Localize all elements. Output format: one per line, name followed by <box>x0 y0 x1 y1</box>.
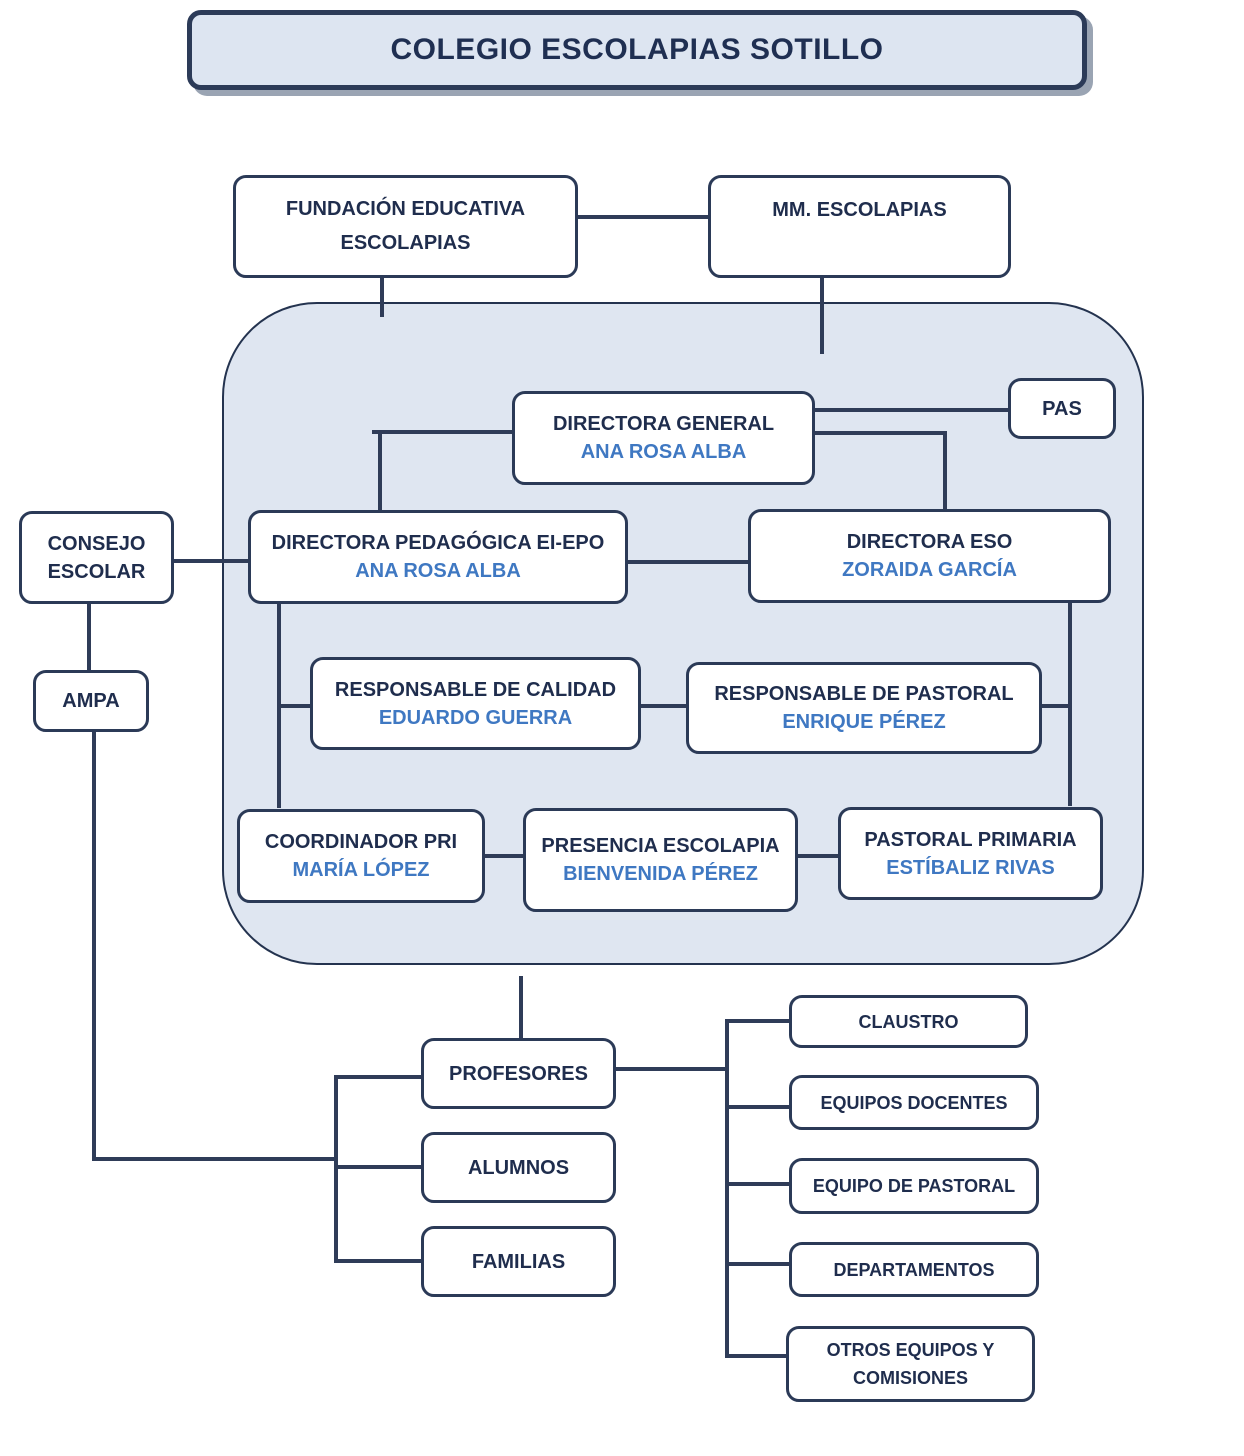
node-directora-general: DIRECTORA GENERAL ANA ROSA ALBA <box>512 391 815 485</box>
node-otros-equipos-line1: OTROS EQUIPOS Y <box>826 1340 995 1360</box>
node-consejo-escolar-line1: CONSEJO <box>47 532 146 555</box>
node-presencia-escolapia-name: BIENVENIDA PÉREZ <box>563 863 758 885</box>
node-responsable-calidad-role: RESPONSABLE DE CALIDAD <box>334 678 617 701</box>
node-familias: FAMILIAS <box>421 1226 616 1297</box>
node-pas: PAS <box>1008 378 1116 439</box>
node-consejo-escolar-line2: ESCOLAR <box>47 560 146 583</box>
node-mm-escolapias-label: MM. ESCOLAPIAS <box>772 199 947 221</box>
node-directora-general-name: ANA ROSA ALBA <box>580 441 747 463</box>
node-presencia-escolapia-role: PRESENCIA ESCOLAPIA <box>541 835 780 857</box>
node-mm-escolapias: MM. ESCOLAPIAS <box>708 175 1011 278</box>
node-responsable-calidad-name: EDUARDO GUERRA <box>378 706 573 729</box>
node-ampa-label: AMPA <box>62 690 120 712</box>
node-profesores: PROFESORES <box>421 1038 616 1109</box>
node-coordinador-pri: COORDINADOR PRI MARÍA LÓPEZ <box>237 809 485 903</box>
node-directora-eso: DIRECTORA ESO ZORAIDA GARCÍA <box>748 509 1111 603</box>
node-departamentos: DEPARTAMENTOS <box>789 1242 1039 1297</box>
node-pas-label: PAS <box>1042 397 1082 420</box>
chart-title-box: COLEGIO ESCOLAPIAS SOTILLO <box>187 10 1087 90</box>
node-alumnos: ALUMNOS <box>421 1132 616 1203</box>
node-responsable-calidad: RESPONSABLE DE CALIDAD EDUARDO GUERRA <box>310 657 641 750</box>
node-presencia-escolapia: PRESENCIA ESCOLAPIA BIENVENIDA PÉREZ <box>523 808 798 912</box>
node-directora-eso-role: DIRECTORA ESO <box>846 531 1013 553</box>
node-otros-equipos-line2: COMISIONES <box>852 1368 968 1388</box>
node-otros-equipos: OTROS EQUIPOS Y COMISIONES <box>786 1326 1035 1402</box>
node-pastoral-primaria-role: PASTORAL PRIMARIA <box>864 828 1077 851</box>
node-equipo-pastoral: EQUIPO DE PASTORAL <box>789 1158 1039 1214</box>
node-responsable-pastoral-role: RESPONSABLE DE PASTORAL <box>714 683 1014 705</box>
node-responsable-pastoral: RESPONSABLE DE PASTORAL ENRIQUE PÉREZ <box>686 662 1042 754</box>
node-directora-pedagogica-name: ANA ROSA ALBA <box>355 560 521 582</box>
node-claustro-label: CLAUSTRO <box>858 1011 959 1032</box>
node-directora-pedagogica: DIRECTORA PEDAGÓGICA EI-EPO ANA ROSA ALB… <box>248 510 628 604</box>
node-pastoral-primaria-name: ESTÍBALIZ RIVAS <box>886 856 1055 879</box>
node-coordinador-pri-name: MARÍA LÓPEZ <box>292 859 430 881</box>
node-departamentos-label: DEPARTAMENTOS <box>833 1259 995 1280</box>
node-fundacion-line2: ESCOLAPIAS <box>340 232 471 254</box>
node-equipo-pastoral-label: EQUIPO DE PASTORAL <box>812 1176 1016 1196</box>
node-claustro: CLAUSTRO <box>789 995 1028 1048</box>
node-familias-label: FAMILIAS <box>471 1250 566 1273</box>
node-directora-eso-name: ZORAIDA GARCÍA <box>842 559 1017 581</box>
node-directora-pedagogica-role: DIRECTORA PEDAGÓGICA EI-EPO <box>271 532 605 554</box>
node-alumnos-label: ALUMNOS <box>467 1156 570 1179</box>
node-equipos-docentes-label: EQUIPOS DOCENTES <box>820 1092 1008 1113</box>
node-pastoral-primaria: PASTORAL PRIMARIA ESTÍBALIZ RIVAS <box>838 807 1103 900</box>
node-equipos-docentes: EQUIPOS DOCENTES <box>789 1075 1039 1130</box>
node-profesores-label: PROFESORES <box>449 1062 588 1085</box>
node-directora-general-role: DIRECTORA GENERAL <box>552 413 775 435</box>
chart-title: COLEGIO ESCOLAPIAS SOTILLO <box>390 33 884 66</box>
node-fundacion: FUNDACIÓN EDUCATIVA ESCOLAPIAS <box>233 175 578 278</box>
node-coordinador-pri-role: COORDINADOR PRI <box>264 831 458 853</box>
node-ampa: AMPA <box>33 670 149 732</box>
node-consejo-escolar: CONSEJO ESCOLAR <box>19 511 174 604</box>
node-fundacion-line1: FUNDACIÓN EDUCATIVA <box>285 198 526 220</box>
node-responsable-pastoral-name: ENRIQUE PÉREZ <box>782 711 946 733</box>
